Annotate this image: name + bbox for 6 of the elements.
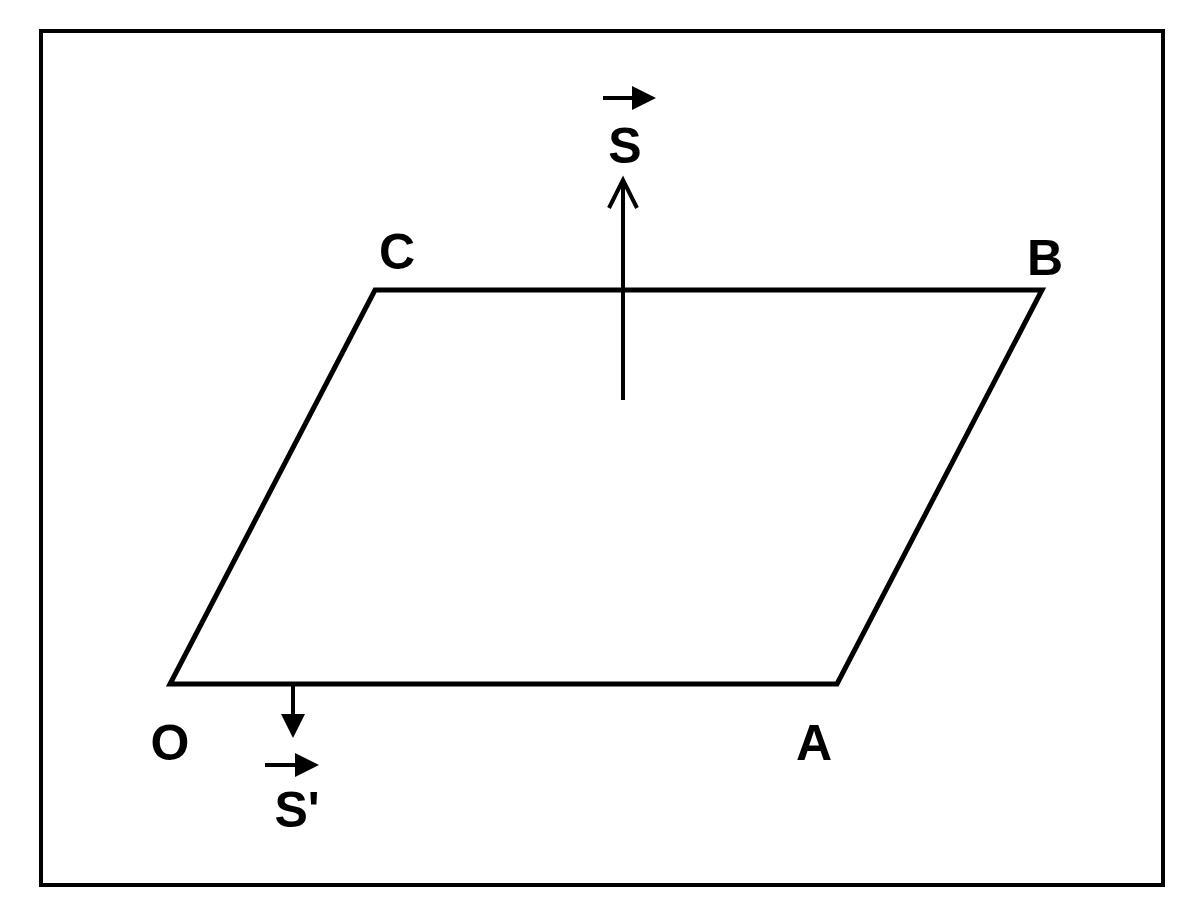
vertex-label: C bbox=[378, 227, 416, 277]
vertex-label: S bbox=[608, 121, 642, 171]
vertex-label: O bbox=[150, 718, 190, 768]
vertex-label: S' bbox=[274, 785, 320, 835]
vertex-label: B bbox=[1026, 233, 1064, 283]
vertex-label: A bbox=[795, 718, 833, 768]
